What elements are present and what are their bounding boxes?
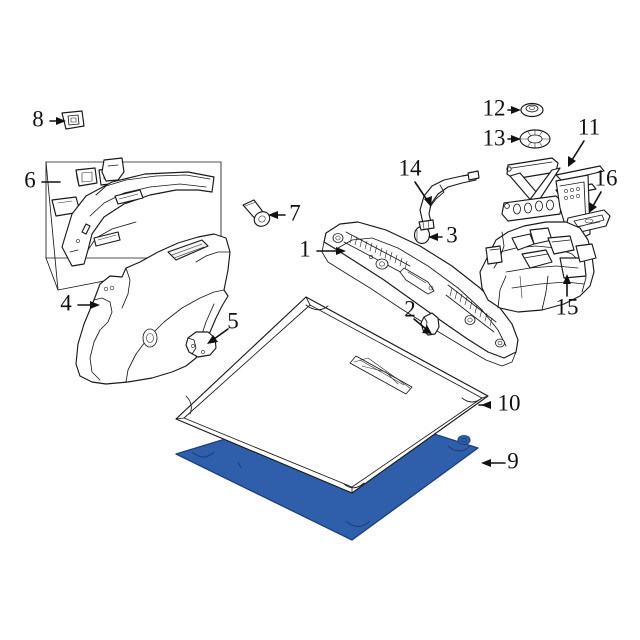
callout-label-6: 6: [24, 167, 36, 192]
callout-label-15: 15: [556, 294, 579, 319]
callout-label-2: 2: [404, 296, 416, 321]
callout-label-16: 16: [595, 165, 618, 190]
callout-label-13: 13: [483, 125, 506, 150]
leader-14: [414, 181, 432, 207]
part-jack-washer: [520, 102, 544, 118]
leader-9: [481, 459, 506, 467]
part-upper-trim-panel: [61, 171, 215, 267]
part-jack-retainer-knob: [519, 129, 551, 149]
leader-10: [478, 401, 491, 409]
part-trim-fastener: [185, 331, 217, 358]
leader-11: [568, 140, 585, 167]
leader-5: [207, 328, 229, 344]
callout-label-9: 9: [507, 448, 519, 473]
part-cover-cap: [61, 110, 85, 130]
leader-12: [507, 106, 521, 114]
callout-label-4: 4: [60, 290, 72, 315]
callout-label-10: 10: [498, 390, 521, 415]
callout-label-8: 8: [32, 106, 44, 131]
callout-label-5: 5: [227, 308, 239, 333]
leader-13: [507, 135, 521, 143]
callout-label-3: 3: [446, 222, 458, 247]
callout-label-11: 11: [578, 114, 600, 139]
leader-15: [563, 274, 571, 297]
callout-label-14: 14: [399, 155, 423, 180]
leader-3: [428, 233, 443, 241]
leader-8: [49, 117, 66, 125]
part-rear-trim-panel: [321, 221, 519, 367]
leader-2: [413, 318, 432, 334]
leader-7: [268, 211, 286, 219]
part-spare-tire-foam-tray: [479, 221, 597, 313]
part-quarter-trim-panel: [75, 233, 231, 385]
callout-label-7: 7: [289, 200, 301, 225]
part-cargo-load-floor: [175, 296, 489, 494]
callout-label-1: 1: [299, 236, 311, 261]
leader-4: [77, 301, 100, 309]
callout-label-12: 12: [483, 95, 506, 120]
leader-16: [589, 191, 602, 213]
leader-1: [316, 247, 346, 255]
part-mounting-bolt: [242, 199, 271, 227]
part-scissor-jack: [501, 157, 605, 241]
part-lug-wrench: [418, 170, 480, 231]
